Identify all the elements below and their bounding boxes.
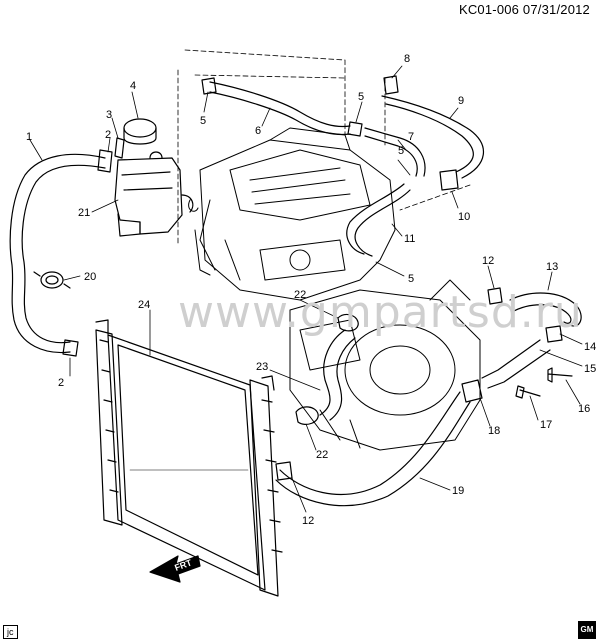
callout-12: 12	[302, 515, 314, 527]
hose-6	[209, 81, 351, 136]
engine-assembly	[188, 127, 396, 301]
callout-16: 16	[578, 403, 590, 415]
callout-21: 21	[78, 207, 90, 219]
diagram-header: KC01-006 07/31/2012	[459, 2, 590, 17]
clamp-22-upper	[337, 313, 359, 332]
hose-23	[319, 329, 356, 421]
clamp-14	[545, 325, 563, 343]
clamp-18	[461, 379, 483, 403]
callout-22: 22	[294, 289, 306, 301]
hose-9	[381, 95, 485, 179]
hose-19	[275, 391, 471, 507]
callout-2: 2	[105, 129, 111, 141]
callout-2: 2	[58, 377, 64, 389]
callout-14: 14	[584, 341, 596, 353]
author-tag: jc	[3, 625, 18, 639]
transmission-assembly	[289, 279, 481, 451]
clamp-5-a	[201, 77, 217, 95]
callout-labels: 1 2 2 3 4 5 5 5 5 6 7 8 9 10 11 12 12 13…	[26, 53, 596, 527]
reference-lines	[177, 49, 471, 246]
callout-6: 6	[255, 125, 261, 137]
bolt-17	[515, 385, 541, 399]
callout-5: 5	[398, 145, 404, 157]
pipe-7	[364, 127, 426, 177]
callout-13: 13	[546, 261, 558, 273]
fitting-3	[114, 137, 125, 159]
callout-3: 3	[106, 109, 112, 121]
clamp-2-lower	[62, 339, 79, 357]
clamp-20	[33, 271, 71, 289]
callout-7: 7	[408, 131, 414, 143]
callout-10: 10	[458, 211, 470, 223]
hose-11	[346, 183, 411, 257]
watermark: www.gmpartsd.ru	[178, 287, 583, 338]
coolant-reservoir-21	[114, 151, 194, 237]
bolt-16	[547, 367, 573, 383]
callout-22: 22	[316, 449, 328, 461]
callout-8: 8	[404, 53, 410, 65]
callout-18: 18	[488, 425, 500, 437]
callout-9: 9	[458, 95, 464, 107]
callout-5: 5	[200, 115, 206, 127]
radiator-24	[95, 319, 283, 597]
callout-20: 20	[84, 271, 96, 283]
clamp-5-b	[347, 121, 363, 137]
hose-13	[509, 292, 582, 327]
callout-1: 1	[26, 131, 32, 143]
callout-15: 15	[584, 363, 596, 375]
fitting-8	[383, 75, 399, 95]
reservoir-cap-4	[123, 118, 157, 145]
pipe-15	[481, 339, 551, 389]
clamp-22-lower	[295, 406, 319, 426]
front-direction-arrow	[149, 555, 201, 583]
clamp-12-a	[487, 287, 503, 305]
callout-4: 4	[130, 80, 136, 92]
callout-12: 12	[482, 255, 494, 267]
clamp-12-b	[275, 461, 293, 481]
callout-19: 19	[452, 485, 464, 497]
gm-logo: GM	[578, 621, 596, 639]
leader-lines	[29, 65, 583, 513]
callout-5: 5	[358, 91, 364, 103]
hose-1	[9, 153, 106, 354]
callout-23: 23	[256, 361, 268, 373]
clamp-10	[439, 169, 459, 191]
callout-5: 5	[408, 273, 414, 285]
diagram-date: 07/31/2012	[522, 2, 590, 17]
callout-24: 24	[138, 299, 150, 311]
callout-11: 11	[404, 233, 415, 245]
clamp-2-upper	[97, 149, 113, 173]
callout-17: 17	[540, 419, 552, 431]
diagram-code: KC01-006	[458, 2, 520, 17]
